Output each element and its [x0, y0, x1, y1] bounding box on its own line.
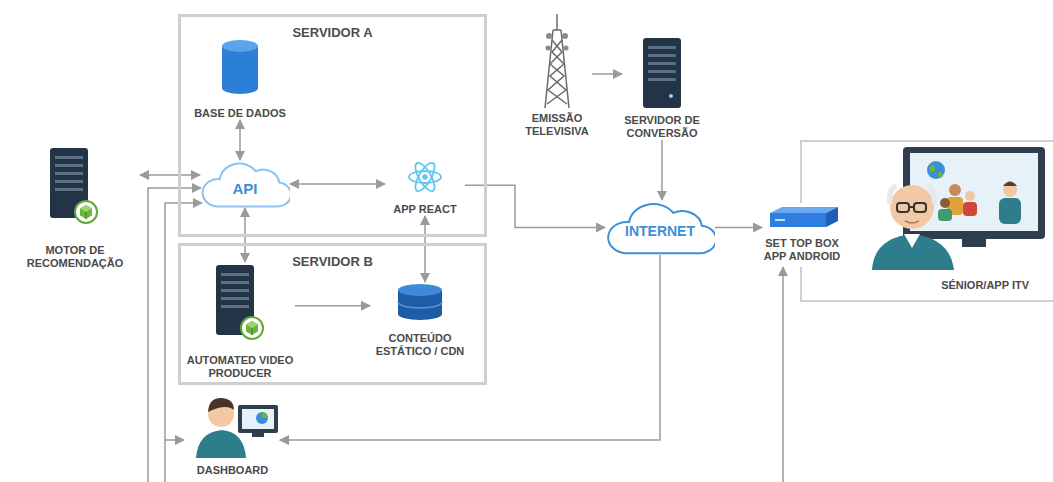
internet-cloud: INTERNET [605, 200, 715, 255]
node-label: SERVIDOR DE CONVERSÃO [622, 114, 702, 140]
device-node: SET TOP BOX APP ANDROID [762, 203, 842, 263]
database-node: BASE DE DADOS [190, 30, 290, 120]
connector [290, 183, 385, 185]
antenna-node: EMISSÃO TELEVISIVA [522, 10, 592, 138]
node-label: APP REACT [385, 203, 465, 216]
server-group: SERVIDOR A BASE DE DADOS API APP REACT [178, 14, 487, 237]
cdn-icon [398, 284, 442, 320]
node-label: INTERNET [625, 215, 695, 240]
node-label: SÉNIOR/APP ITV [941, 279, 1029, 292]
panel-edge [800, 140, 802, 301]
node-label: DASHBOARD [185, 464, 280, 477]
react-icon [409, 160, 441, 194]
incoming-line [148, 188, 783, 482]
app-node: APP REACT [385, 160, 465, 216]
connector [280, 255, 660, 440]
node-label: BASE DE DADOS [190, 107, 290, 120]
connector [424, 216, 426, 282]
connector [715, 227, 762, 229]
senior-person [872, 185, 954, 270]
server-node: AUTOMATED VIDEO PRODUCER [185, 262, 295, 380]
user-node: DASHBOARD [185, 395, 280, 477]
connector [295, 305, 370, 307]
group-heading: SERVIDOR A [181, 25, 484, 40]
server-icon [643, 38, 681, 108]
connector [239, 120, 241, 160]
node-label: API [232, 172, 257, 197]
node-label: MOTOR DE RECOMENDAÇÃO [10, 244, 140, 270]
server-node: MOTOR DE RECOMENDAÇÃO [10, 145, 140, 270]
server-icon [50, 148, 97, 223]
server-node: SERVIDOR DE CONVERSÃO [622, 35, 702, 140]
node-label: SET TOP BOX APP ANDROID [762, 237, 842, 263]
server-group: SERVIDOR B AUTOMATED VIDEO PRODUCER CONTEÚ… [178, 243, 487, 385]
user-panel: SÉNIOR/APP ITV [800, 140, 1053, 302]
connector [592, 73, 622, 75]
api-cloud: API [200, 160, 290, 208]
dashboard-illustration [196, 398, 278, 458]
connector [661, 140, 663, 200]
antenna-icon [545, 14, 569, 108]
node-label: AUTOMATED VIDEO PRODUCER [185, 354, 295, 380]
server-icon [216, 265, 263, 339]
database-icon [222, 40, 258, 94]
node-label: EMISSÃO TELEVISIVA [522, 112, 592, 138]
connector [140, 174, 200, 176]
set-top-box-icon [770, 207, 838, 227]
storage-node: CONTEÚDO ESTÁTICO / CDN [370, 282, 470, 358]
group-heading: SERVIDOR B [181, 254, 484, 269]
node-label: CONTEÚDO ESTÁTICO / CDN [370, 332, 470, 358]
